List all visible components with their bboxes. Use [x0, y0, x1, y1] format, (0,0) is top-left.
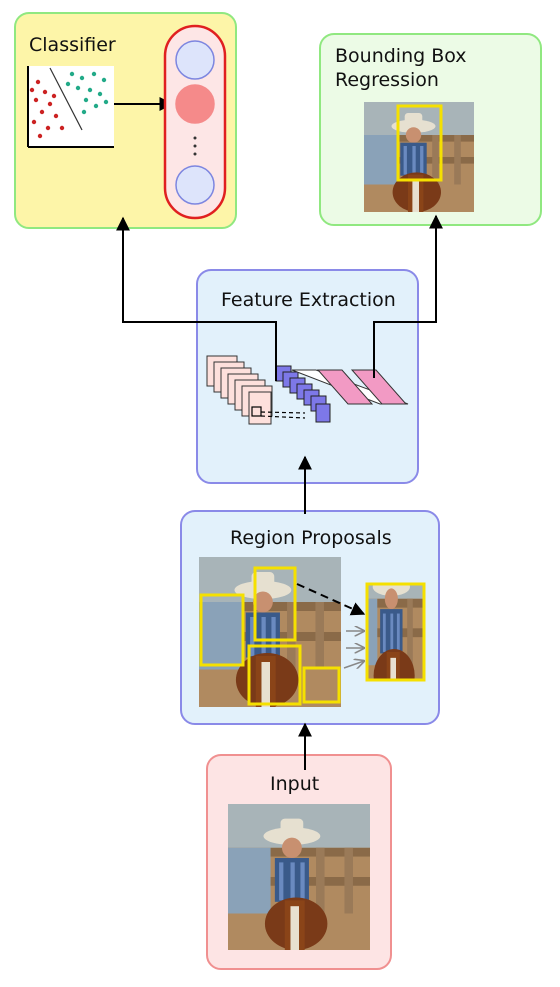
region-proposals-title: Region Proposals — [230, 527, 392, 549]
cnn-conv-blocks-blue — [275, 365, 331, 423]
classifier-output-layer — [163, 24, 227, 220]
neuron-active — [175, 84, 215, 124]
proposal-box-horse — [247, 644, 302, 706]
regression-photo — [364, 102, 474, 212]
proposal-box-fence — [199, 593, 245, 667]
input-photo — [228, 804, 370, 950]
scatter-plot-icon — [27, 66, 114, 148]
fc-layers — [291, 369, 409, 405]
input-title: Input — [268, 772, 322, 796]
neuron-bottom — [175, 165, 215, 205]
proposal-box-small — [302, 666, 341, 704]
warped-region-photo — [365, 582, 426, 682]
proposal-box-person — [253, 566, 297, 642]
ellipsis-dot — [193, 136, 197, 140]
bbox-regression-title: Bounding Box Regression — [335, 45, 467, 91]
conv-kernel — [251, 406, 262, 417]
proposals-photo — [199, 557, 341, 707]
neuron-top — [175, 40, 215, 80]
feature-extraction-title: Feature Extraction — [221, 289, 396, 311]
arrow-features-to-regression — [373, 214, 443, 378]
warp-arrow-gray-3 — [343, 661, 364, 668]
cnn-conv-blocks-pink — [206, 355, 273, 425]
classifier-title: Classifier — [29, 34, 116, 56]
arrow-features-to-classifier — [116, 216, 277, 381]
